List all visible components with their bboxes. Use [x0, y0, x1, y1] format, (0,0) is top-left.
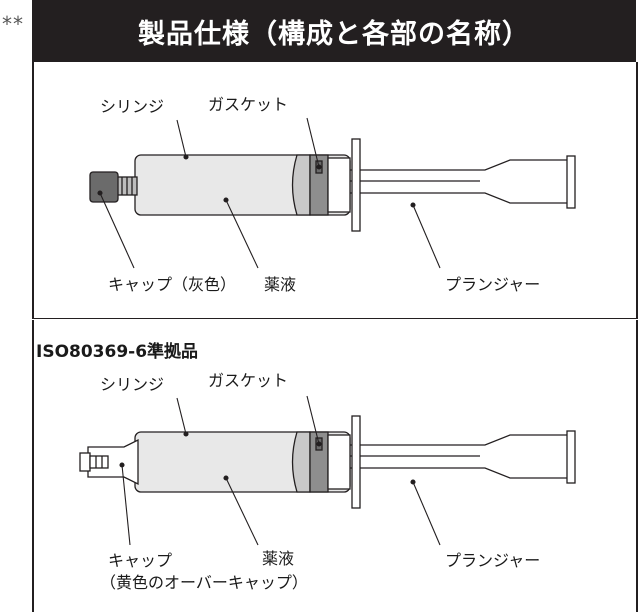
- label-plunger: プランジャー: [445, 551, 540, 570]
- page-title: 製品仕様（構成と各部の名称）: [32, 0, 636, 62]
- label-solution: 薬液: [262, 549, 294, 568]
- panel-iso-syringe: [32, 320, 638, 612]
- label-syringe: シリンジ: [100, 375, 164, 394]
- label-gasket: ガスケット: [208, 95, 288, 114]
- label-cap: キャップ: [108, 551, 172, 570]
- syringe-barrel: [134, 138, 361, 232]
- plunger-rod: [334, 155, 576, 209]
- label-solution: 薬液: [264, 275, 296, 294]
- label-plunger: プランジャー: [445, 275, 540, 294]
- leader-lines-1: [97, 117, 441, 269]
- label-cap-note: （黄色のオーバーキャップ）: [100, 573, 308, 592]
- section-subtitle: ISO80369-6準拠品: [36, 342, 199, 362]
- double-asterisk-marker: **: [2, 12, 24, 36]
- cap-grey: [89, 171, 138, 203]
- panel-standard-syringe: [32, 62, 638, 319]
- label-syringe: シリンジ: [100, 97, 164, 116]
- cap-yellow-overcap: [79, 438, 139, 486]
- leader-lines-2: [119, 395, 441, 546]
- plunger-rod: [334, 430, 576, 484]
- syringe-diagram-2: シリンジ ガスケット キャップ （黄色のオーバーキャップ） 薬液 プランジャー: [79, 371, 576, 592]
- syringe-diagram-1: シリンジ ガスケット キャップ（灰色） 薬液 プランジャー: [89, 95, 576, 294]
- label-gasket: ガスケット: [208, 371, 288, 390]
- label-cap: キャップ（灰色）: [108, 275, 236, 294]
- syringe-barrel: [134, 415, 361, 509]
